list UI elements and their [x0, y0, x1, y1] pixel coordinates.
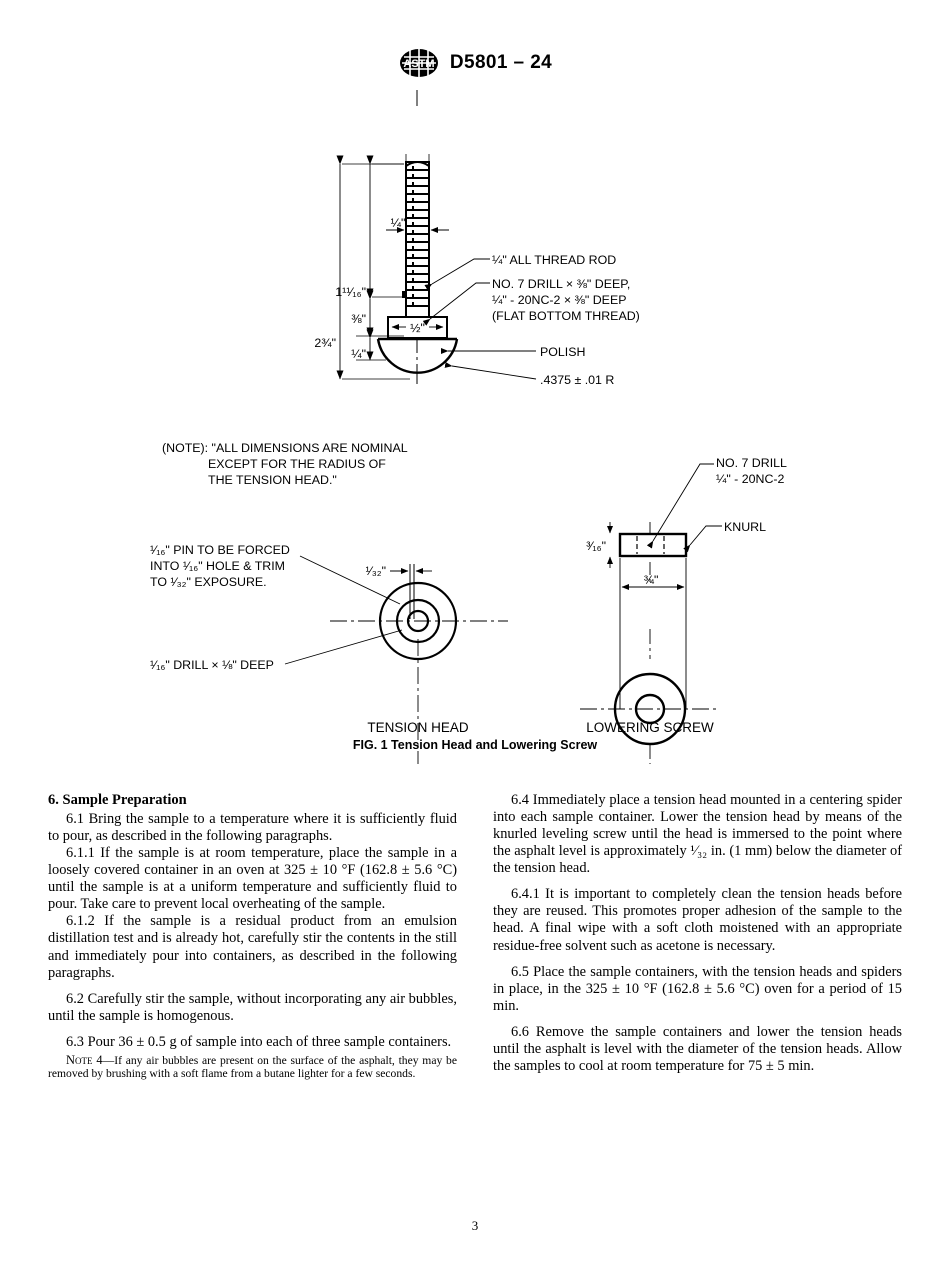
page-header: ASTM D5801 – 24	[0, 48, 950, 78]
section-heading: 6. Sample Preparation	[48, 792, 187, 808]
label-drill-deep: ¹⁄₁₆" DRILL × ⅛" DEEP	[150, 658, 274, 672]
left-column: 6. Sample Preparation 6.1 Bring the samp…	[48, 792, 457, 1081]
dim-thread-length-label: 1¹¹⁄₁₆"	[335, 285, 366, 299]
astm-logo-icon: ASTM	[399, 49, 438, 77]
note-block-line2: EXCEPT FOR THE RADIUS OF	[208, 457, 386, 471]
note-4-label: Note 4	[66, 1052, 103, 1067]
label-pin-line1: ¹⁄₁₆" PIN TO BE FORCED	[150, 543, 290, 557]
dim-total-length-label: 2¾"	[314, 336, 336, 350]
paragraph-6-4-1: 6.4.1 It is important to completely clea…	[493, 886, 902, 954]
dim-rod-width	[386, 154, 449, 236]
page-number: 3	[471, 1218, 479, 1233]
view-name-tension-head: TENSION HEAD	[367, 720, 469, 735]
label-screw-drill-line2: ¼" - 20NC-2	[716, 472, 785, 486]
leader-screw-drill	[646, 463, 714, 549]
note-block-line1: (NOTE): "ALL DIMENSIONS ARE NOMINAL	[162, 441, 408, 455]
paragraph-6-4: 6.4 Immediately place a tension head mou…	[493, 792, 902, 877]
tension-head-top-view	[330, 564, 508, 764]
leader-all-thread-rod	[424, 258, 490, 291]
polished-hemisphere	[376, 337, 459, 374]
dim-collar-height-label: ¼"	[351, 347, 366, 361]
leader-knurl	[683, 525, 722, 553]
paragraph-6-1-1: 6.1.1 If the sample is at room temperatu…	[48, 845, 457, 913]
label-drill-line2: ¼" - 20NC-2 × ⅜" DEEP	[492, 293, 626, 307]
engineering-drawing-svg: ¼" 1¹¹⁄₁₆" 2¾" ⅜" ¼" ½" ¼" ALL THREAD RO…	[150, 90, 787, 764]
dim-collar-height	[356, 329, 386, 361]
leader-pin	[299, 555, 401, 605]
thread-pattern	[406, 169, 429, 307]
note-4: Note 4—If any air bubbles are present on…	[48, 1053, 457, 1081]
body-columns: 6. Sample Preparation 6.1 Bring the samp…	[48, 792, 902, 1081]
label-screw-drill-line1: NO. 7 DRILL	[716, 456, 787, 470]
paragraph-6-1: 6.1 Bring the sample to a temperature wh…	[48, 811, 457, 845]
dim-screw-diameter-label: ¾"	[644, 573, 659, 587]
leader-no7-drill	[422, 282, 490, 326]
dim-pin-label: ¹⁄₃₂"	[366, 564, 386, 578]
note-block-line3: THE TENSION HEAD."	[208, 473, 337, 487]
paragraph-6-6: 6.6 Remove the sample containers and low…	[493, 1023, 902, 1074]
dim-rod-width-label: ¼"	[391, 216, 406, 230]
note-4-text: —If any air bubbles are present on the s…	[48, 1053, 457, 1081]
label-radius: .4375 ± .01 R	[540, 373, 614, 387]
paragraph-6-3: 6.3 Pour 36 ± 0.5 g of sample into each …	[66, 1033, 452, 1050]
dim-total-length	[336, 155, 410, 380]
document-designation: D5801 – 24	[449, 52, 553, 73]
view-name-lowering-screw: LOWERING SCREW	[586, 720, 714, 735]
figure-caption: FIG. 1 Tension Head and Lowering Screw	[352, 738, 598, 752]
paragraph-6-5: 6.5 Place the sample containers, with th…	[493, 963, 902, 1014]
svg-text:ASTM: ASTM	[403, 58, 434, 70]
label-drill-line3: (FLAT BOTTOM THREAD)	[492, 309, 640, 323]
dim-screw-thickness-label: ³⁄₁₆"	[586, 539, 606, 553]
leader-drill-deep	[284, 629, 403, 665]
label-polish: POLISH	[540, 345, 585, 359]
paragraph-6-1-2: 6.1.2 If the sample is a residual produc…	[48, 913, 457, 981]
dim-lower-thread-label: ⅜"	[351, 312, 366, 326]
paragraph-6-2: 6.2 Carefully stir the sample, without i…	[48, 990, 457, 1024]
dim-collar-width-label: ½"	[410, 321, 425, 335]
figure-1-drawing: ¼" 1¹¹⁄₁₆" 2¾" ⅜" ¼" ½" ¼" ALL THREAD RO…	[0, 84, 950, 764]
label-pin-line3: TO ¹⁄₃₂" EXPOSURE.	[150, 575, 267, 589]
label-knurl: KNURL	[724, 520, 766, 534]
leader-radius	[444, 361, 537, 380]
right-column: 6.4 Immediately place a tension head mou…	[493, 792, 902, 1081]
label-all-thread-rod: ¼" ALL THREAD ROD	[492, 253, 616, 267]
label-pin-line2: INTO ¹⁄₁₆" HOLE & TRIM	[150, 559, 285, 573]
label-drill-line1: NO. 7 DRILL × ⅜" DEEP,	[492, 277, 630, 291]
dim-thread-length	[366, 155, 404, 298]
